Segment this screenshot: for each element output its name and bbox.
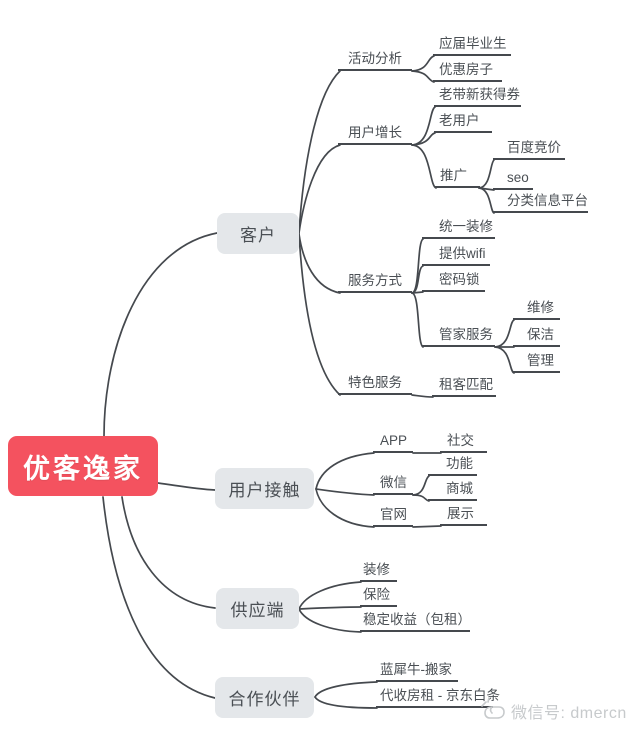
node-tenant-matching: 租客匹配 [432, 376, 496, 397]
root-node: 优客逸家 [8, 436, 158, 496]
branch-supply-side: 供应端 [216, 588, 299, 629]
node-user-growth: 用户增长 [338, 124, 412, 145]
node-repair: 维修 [513, 299, 560, 320]
node-insurance: 保险 [360, 586, 397, 607]
connector-root-user-touch [157, 482, 216, 491]
node-unified-decoration: 统一装修 [422, 218, 495, 239]
node-wifi: 提供wifi [422, 245, 490, 266]
node-seo: seo [493, 169, 533, 190]
watermark-text: 微信号: dmercn [511, 705, 627, 722]
branch-user-touch: 用户接触 [215, 468, 314, 509]
node-social: 社交 [440, 432, 487, 453]
connector-root-partners [102, 496, 216, 699]
connector-customer-growth [298, 144, 341, 234]
node-classified-platforms: 分类信息平台 [493, 192, 588, 213]
node-promotion: 推广 [435, 167, 480, 188]
hand-gesture-icon [481, 697, 505, 719]
node-service-mode: 服务方式 [338, 272, 412, 293]
connector-root-supply [121, 496, 216, 609]
node-special-service: 特色服务 [338, 374, 412, 395]
connector-root-customer [103, 232, 218, 437]
node-referral-coupon: 老带新获得券 [434, 86, 521, 107]
node-display: 展示 [440, 505, 487, 526]
node-rent-collection-jd: 代收房租 - 京东白条 [376, 687, 500, 708]
node-decoration: 装修 [360, 561, 397, 582]
node-old-users: 老用户 [434, 112, 492, 133]
node-app: APP [373, 432, 413, 453]
node-fresh-graduates: 应届毕业生 [433, 35, 511, 56]
node-baidu-ppc: 百度竞价 [493, 139, 565, 160]
node-function: 功能 [428, 455, 477, 476]
watermark: 微信号: dmercn [478, 696, 627, 726]
branch-partners: 合作伙伴 [215, 677, 314, 718]
connector-customer-service [298, 233, 341, 294]
connector-customer-activity [298, 70, 341, 234]
node-password-lock: 密码锁 [422, 271, 485, 292]
node-website: 官网 [373, 506, 413, 527]
node-management: 管理 [513, 352, 560, 373]
node-mall: 商城 [428, 480, 477, 501]
node-stable-income: 稳定收益（包租） [360, 611, 471, 632]
node-blue-rhino-moving: 蓝犀牛-搬家 [376, 661, 458, 682]
branch-customer: 客户 [217, 213, 299, 254]
node-discount-houses: 优惠房子 [433, 61, 502, 82]
node-cleaning: 保洁 [513, 326, 560, 347]
connector-customer-special [298, 233, 341, 396]
node-wechat: 微信 [373, 474, 413, 495]
node-butler-service: 管家服务 [422, 326, 495, 347]
node-activity-analysis: 活动分析 [338, 50, 412, 71]
